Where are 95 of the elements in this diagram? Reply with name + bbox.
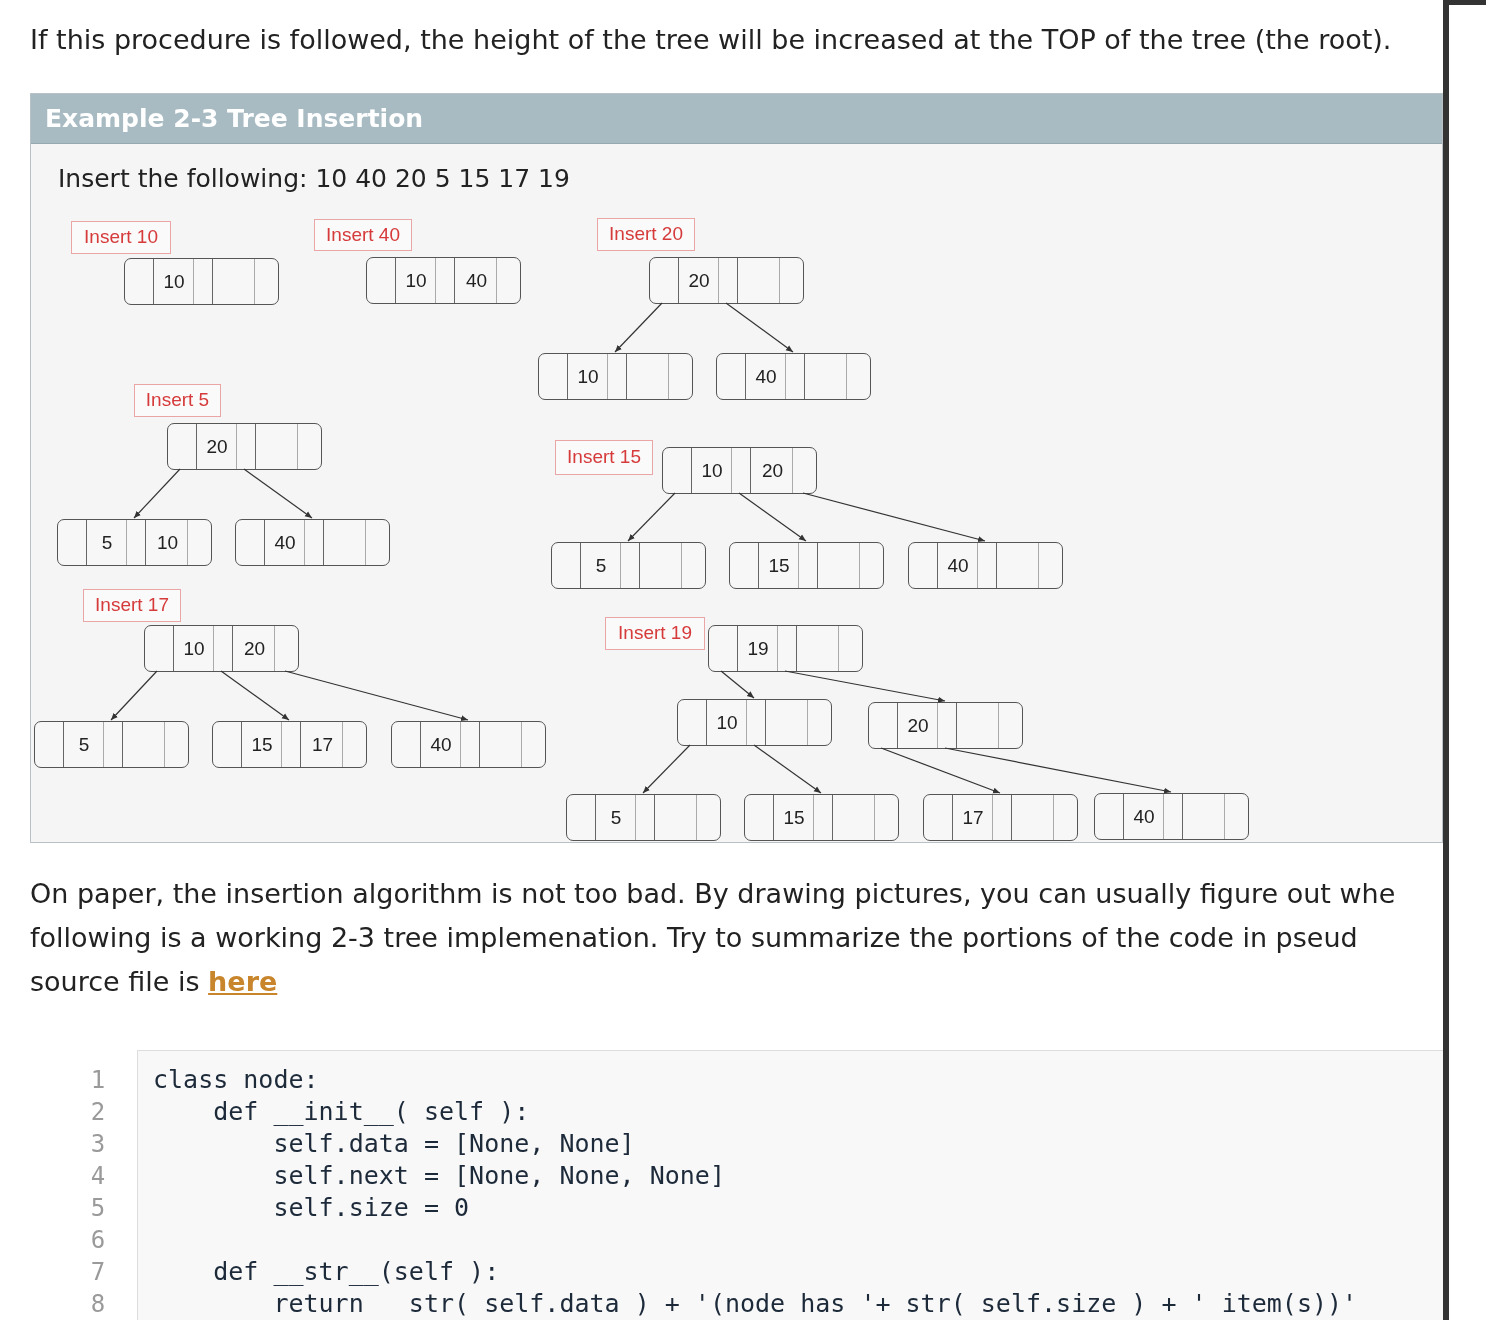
key-value: 15 [250, 733, 274, 757]
arrow [720, 670, 755, 699]
key-value: 20 [242, 637, 267, 661]
key-value: 10 [700, 459, 724, 483]
tree-node [366, 257, 521, 304]
tree-node [868, 702, 1023, 749]
key-value: 19 [746, 637, 770, 661]
arrow [753, 744, 822, 794]
key-value: 10 [182, 637, 206, 661]
paragraph: On paper, the insertion algorithm is not too bad. By drawing pictures, you can usually figure out whe following is a working 2-3 tree implemenation. Try to summarize the portions of the code in pseud source file is here [30, 877, 1397, 999]
line-number: 1 [89, 1066, 107, 1094]
link: here [208, 966, 278, 997]
key-value: 5 [77, 733, 91, 757]
key-value: 17 [961, 806, 985, 830]
key-value: 40 [464, 269, 489, 293]
arrow [133, 468, 181, 519]
tree-node [908, 542, 1063, 589]
key-value: 15 [767, 554, 791, 578]
arrow [284, 670, 469, 722]
tree-node [566, 794, 721, 841]
sentence: If this procedure is followed, the height of the tree will be increased at the TOP of the tree (the root). [30, 24, 1392, 55]
arrow [220, 670, 290, 721]
tree-node [235, 519, 390, 566]
insert-tag: Insert 15 [555, 440, 653, 475]
key-value: 5 [609, 806, 623, 830]
key-value: 10 [715, 711, 739, 735]
code-line: self.data = [None, None] [272, 1129, 635, 1158]
insert-tag: Insert 19 [605, 617, 705, 650]
key-value: 20 [205, 435, 229, 459]
tree-node [677, 699, 832, 746]
arrow [243, 468, 313, 519]
tree-node [649, 257, 804, 304]
key-value: 40 [946, 554, 970, 578]
arrow [627, 492, 676, 542]
line-number: 4 [89, 1162, 107, 1190]
tree-node [144, 625, 299, 672]
arrow [802, 492, 986, 543]
arrow [614, 302, 663, 353]
insert-tag: Insert 40 [314, 219, 412, 251]
example-panel [30, 93, 1443, 843]
key-value: 40 [1132, 805, 1156, 829]
line-number: 6 [89, 1226, 107, 1254]
tree-node [744, 794, 899, 841]
insert-tag: Insert 10 [71, 221, 171, 254]
key-value: 10 [162, 270, 186, 294]
key-value: 15 [782, 806, 806, 830]
code-line: def __str__(self ): [212, 1257, 500, 1286]
tree-node [716, 353, 871, 400]
arrow [110, 670, 158, 721]
line-number: 7 [89, 1258, 107, 1286]
tree-node [167, 423, 322, 470]
insert-tag: Insert 5 [134, 384, 221, 417]
tree-node [57, 519, 212, 566]
tree-node [124, 258, 279, 305]
key-value: 10 [576, 365, 600, 389]
arrow [642, 744, 691, 794]
key-value: 20 [687, 269, 711, 293]
instruction-text: Insert the following: 10 40 20 5 15 17 19 [58, 164, 570, 193]
arrow [738, 492, 807, 542]
insert-tag: Insert 17 [83, 589, 181, 622]
panel-header: Example 2-3 Tree Insertion [31, 94, 1442, 144]
key-value: 5 [594, 554, 608, 578]
arrow [784, 670, 946, 703]
tree-node [1094, 793, 1249, 840]
code-line: self.next = [None, None, None] [272, 1161, 725, 1190]
insert-tag: Insert 20 [597, 218, 695, 251]
key-value: 5 [100, 531, 114, 555]
line-number: 5 [89, 1194, 107, 1222]
arrow [944, 747, 1172, 794]
arrow [725, 302, 794, 353]
tree-node [212, 721, 367, 768]
tree-node [551, 542, 706, 589]
key-value: 40 [754, 365, 778, 389]
code-line: return str( self.data ) + '(node has '+ str( self.size ) + ' item(s))' [272, 1289, 1358, 1318]
tree-node [708, 625, 863, 672]
tree-node [729, 542, 884, 589]
code-line: class node: [153, 1065, 319, 1094]
line-number: 3 [89, 1130, 107, 1158]
arrow [880, 747, 1001, 794]
code-line: self.size = 0 [272, 1193, 470, 1222]
tree-node [923, 794, 1078, 841]
tree-node [391, 721, 546, 768]
code-line: def __init__( self ): [212, 1097, 530, 1126]
line-number: 2 [89, 1098, 107, 1126]
tree-node [538, 353, 693, 400]
key-value: 20 [760, 459, 785, 483]
key-value: 20 [906, 714, 930, 738]
tree-node [662, 447, 817, 494]
key-value: 10 [155, 531, 180, 555]
key-value: 17 [310, 733, 335, 757]
tree-node [34, 721, 189, 768]
key-value: 40 [429, 733, 453, 757]
key-value: 40 [273, 531, 297, 555]
line-number: 8 [89, 1290, 107, 1318]
key-value: 10 [404, 269, 428, 293]
